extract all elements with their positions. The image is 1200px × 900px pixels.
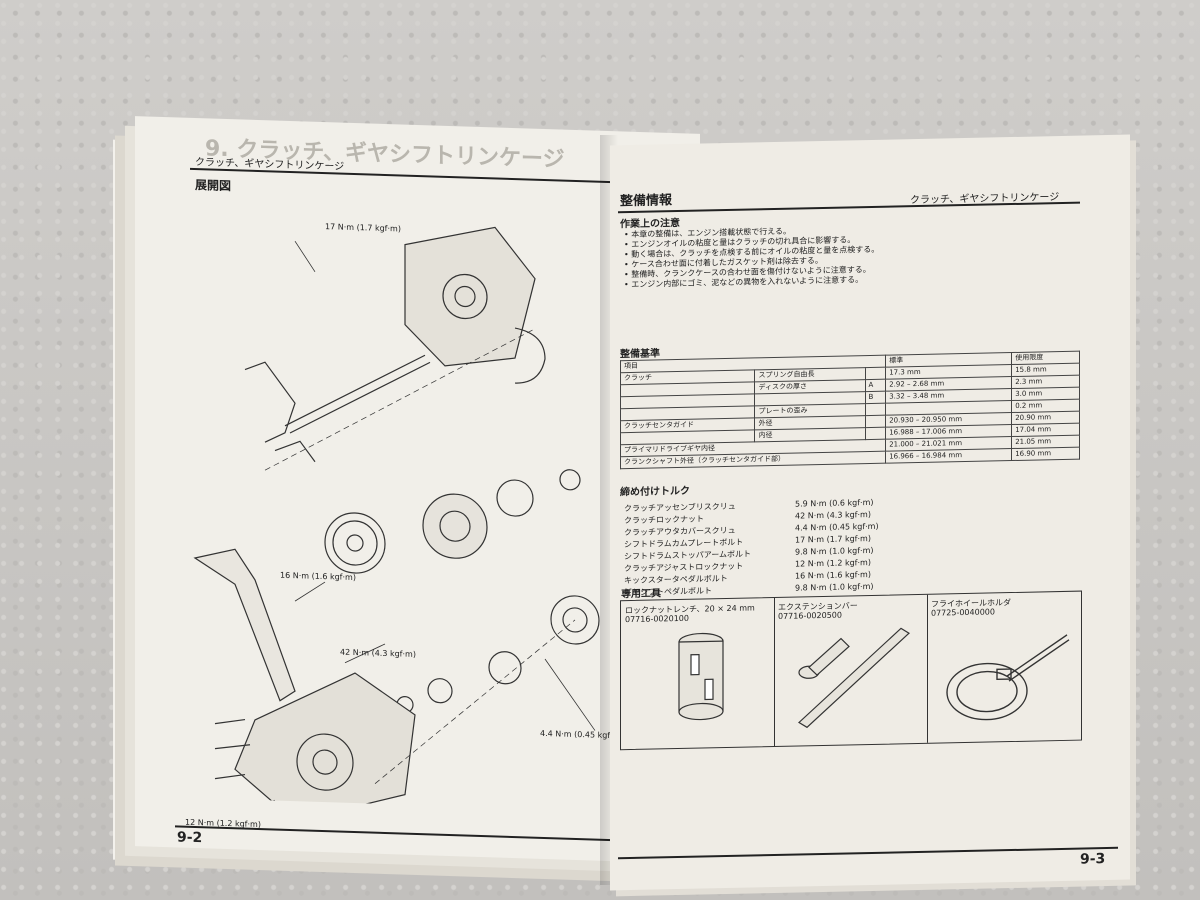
extension-bar-icon — [798, 627, 910, 729]
torque-value: 16 N·m (1.6 kgf·m) — [795, 569, 871, 581]
page-edges — [113, 139, 135, 861]
right-page-number: 9-3 — [1080, 851, 1106, 868]
tool-cell: ロックナットレンチ、20 × 24 mm 07716-0020100 — [621, 597, 775, 750]
left-footer-rule — [175, 825, 655, 843]
torque-value: 4.4 N·m (0.45 kgf·m) — [795, 521, 879, 533]
tools-heading: 専用工具 — [621, 588, 661, 601]
tool-code: 07716-0020100 — [625, 613, 689, 625]
torque-value: 5.9 N·m (0.6 kgf·m) — [795, 497, 874, 509]
tool-code: 07716-0020500 — [778, 610, 842, 621]
right-page: 整備情報 クラッチ、ギヤシフトリンケージ 作業上の注意 • 本章の整備は、エンジ… — [610, 134, 1130, 891]
torque-title: 締め付けトルク — [620, 485, 690, 499]
torque-value: 9.8 N·m (1.0 kgf·m) — [795, 581, 874, 593]
right-footer-rule — [618, 846, 1118, 860]
tool-cell: フライホイールホルダ 07725-0040000 — [927, 592, 1080, 743]
torque-value: 9.8 N·m (1.0 kgf·m) — [795, 545, 874, 557]
spec-title: 整備基準 — [620, 348, 660, 361]
exploded-diagram — [193, 226, 600, 812]
left-page-number: 9-2 — [177, 829, 203, 847]
locknut-wrench-icon — [678, 632, 724, 721]
tool-cell: エクステンションバー 07716-0020500 — [774, 594, 928, 747]
torque-item: クラッチアウタカバースクリュ — [624, 525, 736, 538]
right-section-title: 整備情報 — [620, 193, 673, 210]
special-tools-table: 専用工具 ロックナットレンチ、20 × 24 mm 07716-0020100 — [620, 588, 1082, 751]
flywheel-holder-icon — [946, 634, 1070, 721]
torque-value: 17 N·m (1.7 kgf·m) — [795, 533, 871, 545]
torque-item: クラッチアッセンブリスクリュ — [624, 501, 736, 514]
torque-value: 12 N·m (1.2 kgf·m) — [795, 557, 871, 569]
torque-value: 42 N·m (4.3 kgf·m) — [795, 509, 871, 521]
tool-code: 07725-0040000 — [931, 607, 995, 618]
open-manual: 9. クラッチ、ギヤシフトリンケージ クラッチ、ギヤシフトリンケージ 展開図 — [95, 95, 1140, 891]
right-header-rule — [618, 201, 1080, 214]
left-page: 9. クラッチ、ギヤシフトリンケージ クラッチ、ギヤシフトリンケージ 展開図 — [135, 116, 700, 864]
torque-item: クラッチロックナット — [624, 514, 704, 526]
